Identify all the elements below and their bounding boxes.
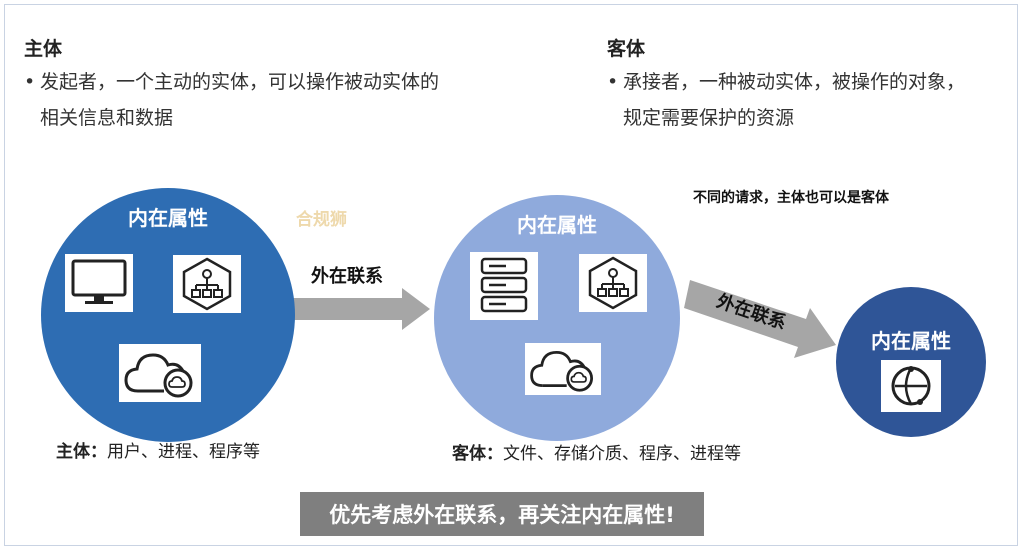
- watermark-logo: 合规狮: [296, 210, 347, 230]
- subject-caption-text: 用户、进程、程序等: [107, 442, 260, 462]
- object-description-text: 承接者，一种被动实体，被操作的对象，: [623, 71, 966, 93]
- arrow-shape-2: [684, 280, 836, 358]
- subject-circle: 内在属性: [41, 188, 295, 442]
- bullet-dot: •: [607, 71, 619, 93]
- summary-banner: 优先考虑外在联系，再关注内在属性!: [300, 492, 704, 536]
- subject-caption-label: 主体：: [56, 442, 107, 462]
- subject-circle-title: 内在属性: [128, 206, 208, 230]
- note-text: 不同的请求，主体也可以是客体: [693, 190, 889, 206]
- monitor-icon: [65, 254, 133, 312]
- org-chart-icon: [173, 255, 241, 313]
- object-caption: 客体：文件、存储介质、程序、进程等: [452, 439, 741, 464]
- object-circle-title: 内在属性: [517, 213, 597, 237]
- resource-circle-title: 内在属性: [871, 329, 951, 353]
- org-chart-icon: [579, 254, 647, 312]
- arrow-label-1: 外在联系: [311, 266, 383, 287]
- object-caption-label: 客体：: [452, 444, 503, 464]
- arrow-shape-1: [290, 288, 430, 330]
- subject-caption: 主体：用户、进程、程序等: [56, 437, 260, 462]
- globe-icon: [881, 360, 941, 412]
- object-description-line2: 规定需要保护的资源: [623, 107, 795, 129]
- subject-description-line2: 相关信息和数据: [40, 107, 174, 129]
- object-description-line1: • 承接者，一种被动实体，被操作的对象，: [607, 66, 966, 98]
- cloud-icon: [119, 344, 201, 402]
- object-heading: 客体: [607, 38, 646, 60]
- object-caption-text: 文件、存储介质、程序、进程等: [503, 444, 741, 464]
- subject-description-text: 发起者，一个主动的实体，可以操作被动实体的: [40, 71, 440, 93]
- bullet-dot: •: [24, 71, 36, 93]
- server-icon: [470, 252, 538, 320]
- subject-description-line1: • 发起者，一个主动的实体，可以操作被动实体的: [24, 66, 440, 98]
- slide-frame: [4, 4, 1018, 546]
- subject-heading: 主体: [24, 38, 63, 60]
- cloud-icon: [525, 343, 601, 395]
